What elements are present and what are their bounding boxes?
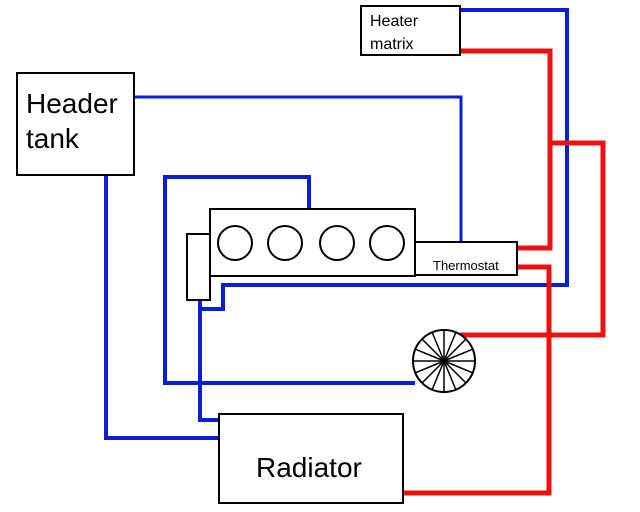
fan-blade — [443, 338, 467, 362]
fan-blade — [415, 360, 445, 374]
pipe-heater-feed — [460, 48, 553, 251]
fan-blade — [443, 360, 457, 390]
cylinder-icon — [319, 225, 355, 261]
thermostat-label: Thermostat — [433, 258, 499, 273]
fan-blade — [415, 348, 445, 362]
heater-matrix-label-1: Heater — [370, 13, 419, 30]
pipe-header-to-radiator — [104, 175, 220, 440]
fan-blade — [421, 338, 445, 362]
fan-icon — [412, 329, 476, 393]
thermostat: Thermostat — [414, 241, 518, 276]
fan-blade — [443, 360, 473, 374]
fan-blade — [443, 332, 457, 362]
cylinder-icon — [369, 225, 405, 261]
pipe-heater-return — [198, 8, 569, 422]
fan-blade — [443, 348, 473, 362]
pipe-header-to-thermostat — [134, 95, 463, 241]
water-pump — [186, 233, 211, 301]
heater-matrix: Heater matrix — [360, 5, 461, 56]
fan-blade — [421, 360, 445, 384]
fan-blade — [431, 332, 445, 362]
fan-blade — [431, 360, 445, 390]
pipe-thermostat-to-radiator — [403, 264, 552, 496]
heater-matrix-label-2: matrix — [370, 36, 414, 53]
cylinder-icon — [217, 225, 253, 261]
radiator-label: Radiator — [256, 452, 362, 483]
fan-blade — [443, 360, 467, 384]
engine-block — [209, 208, 416, 277]
header-tank: Header tank — [16, 72, 135, 176]
header-tank-label-2: tank — [26, 123, 80, 154]
pipe-engine-to-fan — [163, 175, 415, 385]
radiator: Radiator — [218, 413, 404, 504]
pipe-fan-loop — [460, 140, 606, 338]
header-tank-label-1: Header — [26, 88, 118, 119]
cylinder-icon — [267, 225, 303, 261]
